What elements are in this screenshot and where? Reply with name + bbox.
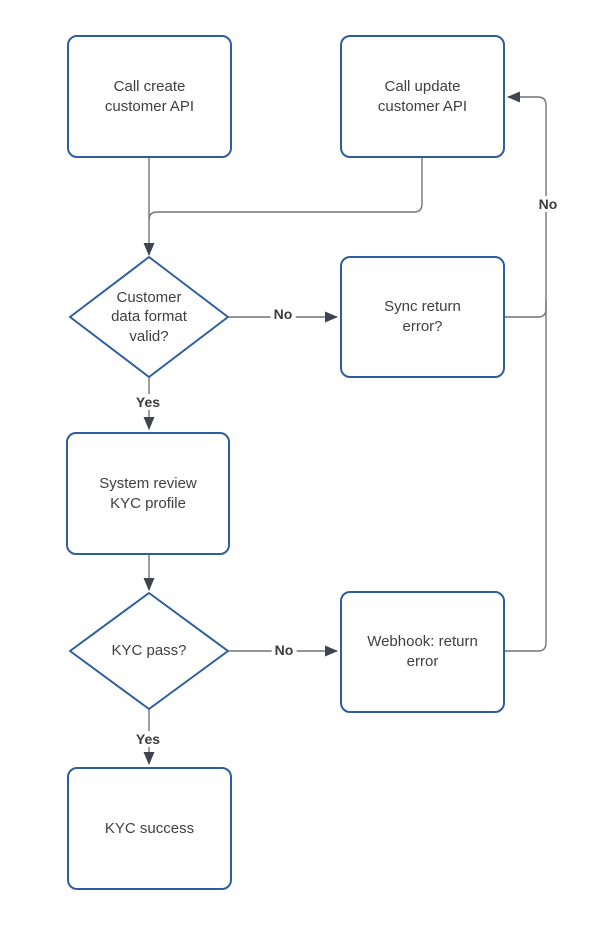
edge-label-kyc-no: No (271, 642, 297, 658)
node-system-review-kyc-profile: System review KYC profile (66, 432, 230, 555)
node-kyc-success: KYC success (67, 767, 232, 890)
edge-label-retry-no: No (535, 196, 561, 212)
node-call-update-customer-api: Call update customer API (340, 35, 505, 158)
edge-sync-retry-to-update (505, 301, 547, 318)
node-call-create-customer-api: Call create customer API (67, 35, 232, 158)
edge-webhook-retry-to-update (505, 91, 547, 652)
node-webhook-return-error: Webhook: return error (340, 591, 505, 713)
node-sync-return-error: Sync return error? (340, 256, 505, 378)
edge-label-format-no: No (270, 306, 296, 322)
edge-label-kyc-yes: Yes (132, 731, 164, 747)
decision-kyc-pass-shape (69, 592, 229, 710)
edge-update-to-merge (148, 158, 423, 221)
decision-customer-data-valid-shape (69, 256, 229, 378)
edge-label-format-yes: Yes (132, 394, 164, 410)
node-call-create-customer-api-label: Call create customer API (104, 77, 195, 115)
node-sync-return-error-label: Sync return error? (384, 298, 461, 335)
node-kyc-success-label: KYC success (104, 819, 195, 837)
node-webhook-return-error-label: Webhook: return error (367, 633, 478, 670)
node-call-update-customer-api-label: Call update customer API (377, 77, 468, 115)
node-system-review-kyc-profile-label: System review KYC profile (99, 474, 197, 512)
